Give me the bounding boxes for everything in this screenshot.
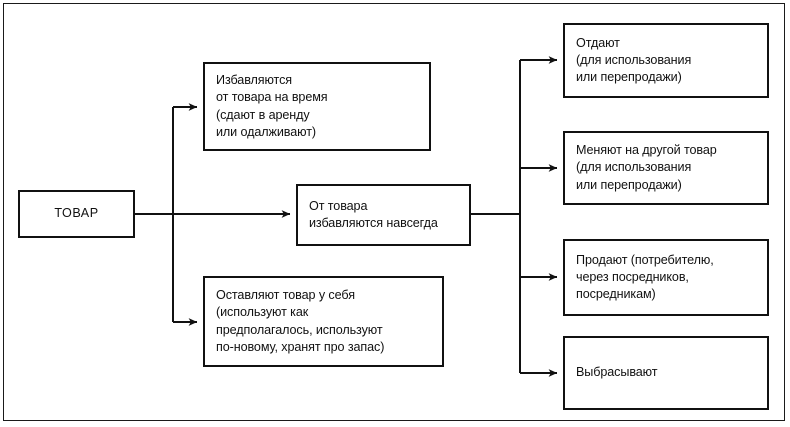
node-root-product-label: ТОВАР xyxy=(54,206,99,221)
node-exchange-label: Меняют на другой товар (для использовани… xyxy=(576,143,717,192)
node-exchange[interactable]: Меняют на другой товар (для использовани… xyxy=(563,131,769,205)
connector-root-trunk xyxy=(135,107,174,322)
node-sell[interactable]: Продают (потребителю, через посредников,… xyxy=(563,239,769,316)
outer-frame xyxy=(3,3,785,421)
node-keep-product[interactable]: Оставляют товар у себя (используют как п… xyxy=(203,276,444,367)
node-give-away[interactable]: Отдают (для использования или перепродаж… xyxy=(563,23,769,98)
node-give-away-label: Отдают (для использования или перепродаж… xyxy=(576,35,692,85)
node-root-product[interactable]: ТОВАР xyxy=(18,190,135,238)
node-keep-product-label: Оставляют товар у себя (используют как п… xyxy=(216,288,385,354)
node-permanent-disposal[interactable]: От товара избавляются навсегда xyxy=(296,184,471,246)
connector-branch-trunk xyxy=(470,60,521,373)
node-permanent-disposal-label: От товара избавляются навсегда xyxy=(309,198,438,230)
node-temporary-disposal-label: Избавляются от товара на время (сдают в … xyxy=(216,73,328,139)
node-throw-away-label: Выбрасывают xyxy=(576,365,658,380)
node-temporary-disposal[interactable]: Избавляются от товара на время (сдают в … xyxy=(203,62,431,151)
node-throw-away[interactable]: Выбрасывают xyxy=(563,336,769,410)
node-sell-label: Продают (потребителю, через посредников,… xyxy=(576,252,714,302)
